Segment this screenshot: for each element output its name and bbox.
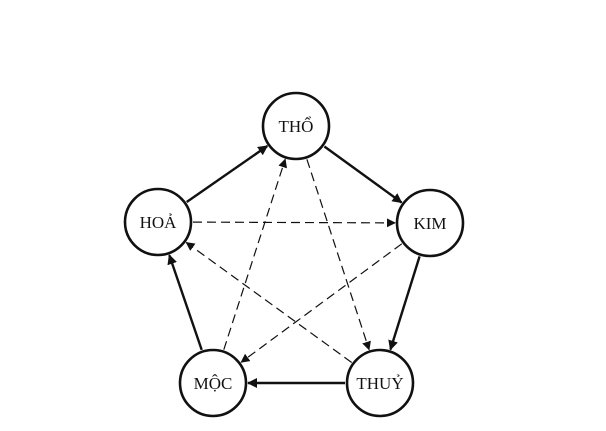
node-moc: MỘC: [178, 348, 248, 418]
controlling-arrow-thuy-to-hoa: [185, 241, 353, 363]
generating-arrow-hoa-to-tho: [186, 145, 269, 203]
node-label-thuy: THUỶ: [356, 374, 403, 393]
node-circle-moc: [178, 348, 248, 418]
node-label-moc: MỘC: [194, 374, 233, 393]
controlling-arrow-moc-to-tho: [223, 158, 287, 350]
controlling-arrow-tho-to-thuy: [306, 159, 371, 351]
node-thuy: THUỶ: [345, 348, 415, 418]
controlling-arrow-kim-to-moc: [240, 243, 403, 363]
controlling-cycle: [185, 158, 403, 363]
node-circle-thuy: [345, 348, 415, 418]
node-kim: KIM: [395, 188, 465, 258]
node-label-hoa: HOẢ: [140, 213, 178, 232]
node-label-kim: KIM: [413, 214, 446, 233]
generating-cycle: [167, 145, 421, 388]
node-hoa: HOẢ: [123, 187, 193, 257]
generating-arrow-tho-to-kim: [323, 145, 403, 204]
generating-arrow-moc-to-hoa: [167, 254, 203, 351]
node-tho: THỔ: [261, 91, 331, 161]
node-circle-tho: [261, 91, 331, 161]
node-circle-kim: [395, 188, 465, 258]
node-label-tho: THỔ: [279, 116, 314, 136]
node-circle-hoa: [123, 187, 193, 257]
generating-arrow-kim-to-thuy: [388, 256, 421, 351]
controlling-arrow-hoa-to-kim: [192, 218, 396, 228]
